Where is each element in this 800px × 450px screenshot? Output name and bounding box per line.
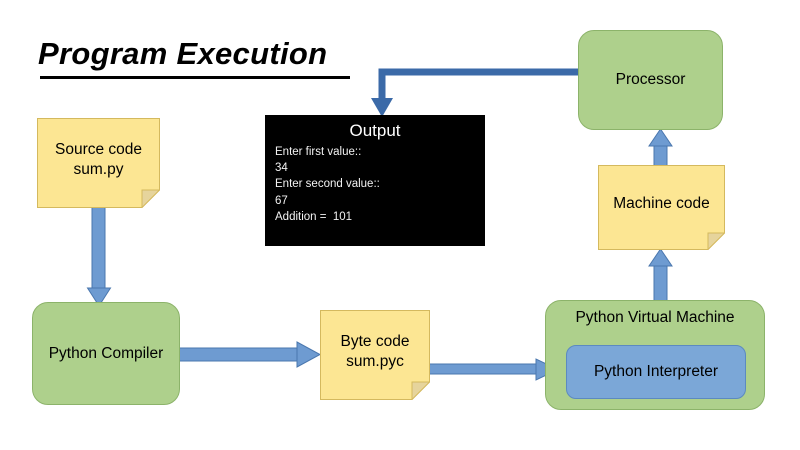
- folded-note-shape: [598, 165, 725, 250]
- console-line: Addition = 101: [275, 210, 353, 223]
- folded-note-shape: [320, 310, 430, 400]
- console-line: 34: [275, 161, 288, 174]
- node-processor-label: Processor: [615, 71, 686, 89]
- node-byte-code-label: Byte code sum.pyc: [340, 332, 410, 370]
- console-line: Enter first value::: [275, 145, 362, 158]
- node-python-virtual-machine[interactable]: Python Virtual Machine Python Interprete…: [545, 300, 765, 410]
- arrow-source-code-to-compiler: [86, 205, 112, 307]
- node-python-interpreter[interactable]: Python Interpreter: [566, 345, 746, 399]
- node-machine-code-label: Machine code: [613, 195, 710, 213]
- node-python-interpreter-label: Python Interpreter: [593, 363, 719, 380]
- node-processor[interactable]: Processor: [578, 30, 723, 130]
- node-byte-code[interactable]: Byte code sum.pyc: [320, 310, 430, 400]
- node-source-code[interactable]: Source code sum.py: [37, 118, 160, 208]
- output-console-title: Output: [349, 121, 401, 140]
- folded-note-shape: [37, 118, 160, 208]
- output-console[interactable]: Output Enter first value:: 34 Enter seco…: [265, 115, 485, 246]
- arrow-machine-code-to-processor: [648, 128, 673, 169]
- console-line: 67: [275, 194, 288, 207]
- node-python-compiler[interactable]: Python Compiler: [32, 302, 180, 405]
- arrow-compiler-to-byte-code: [178, 341, 322, 368]
- node-python-compiler-label: Python Compiler: [48, 344, 164, 362]
- node-machine-code[interactable]: Machine code: [598, 165, 725, 250]
- page-title: Program Execution: [38, 36, 328, 71]
- node-python-virtual-machine-label: Python Virtual Machine: [575, 309, 735, 326]
- console-line: Enter second value::: [275, 178, 380, 191]
- arrow-processor-to-output: [371, 68, 578, 117]
- node-source-code-label: Source code sum.py: [54, 140, 143, 178]
- arrow-byte-code-to-interpreter: [427, 358, 560, 381]
- title-underline: [40, 76, 350, 79]
- arrow-pvm-to-machine-code: [648, 248, 673, 305]
